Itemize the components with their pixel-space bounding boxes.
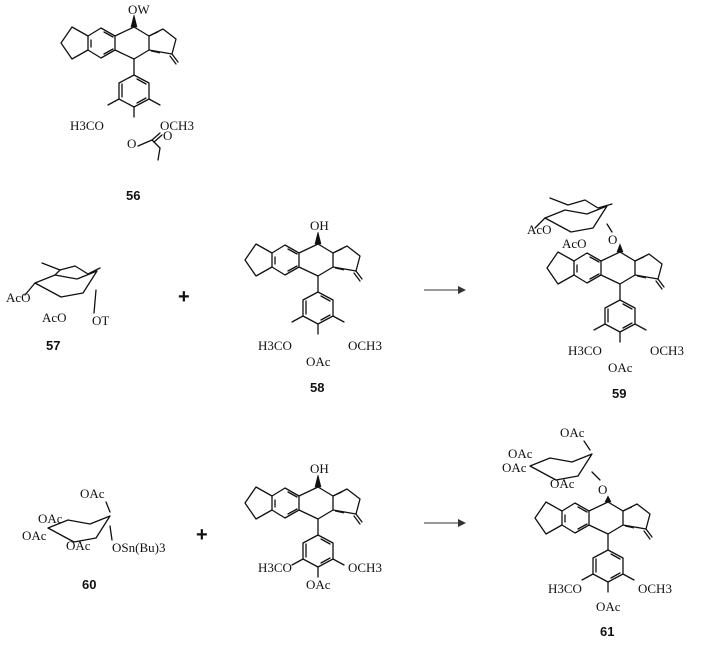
acetoxy-2: AcO [42, 310, 67, 325]
ester-oxygen: O [127, 136, 136, 151]
acetoxy-2: AcO [562, 236, 587, 251]
reaction-arrow-2 [424, 519, 466, 527]
acetoxy-3: OAc [66, 538, 91, 553]
tributyltin-oxy: OSn(Bu)3 [112, 540, 165, 555]
acetoxy-top: OAc [560, 425, 585, 440]
compound-label-59: 59 [612, 386, 626, 401]
acetoxy-1: OAc [38, 511, 63, 526]
svg-text:O: O [608, 232, 617, 247]
acetoxy: OAc [608, 360, 633, 375]
compound-label-61: 61 [600, 624, 614, 639]
acetoxy-1: AcO [527, 222, 552, 237]
reaction-arrow-1 [424, 286, 466, 294]
compound-56: OW H3CO OCH3 O O 56 [60, 2, 194, 203]
acetoxy: OAc [306, 577, 331, 592]
methoxy-right: OCH3 [638, 581, 672, 596]
svg-text:O: O [163, 128, 172, 143]
methoxy-right: OCH3 [348, 338, 382, 353]
svg-text:O: O [598, 482, 607, 497]
compound-label-57: 57 [46, 338, 60, 353]
compound-59: AcO AcO O H3CO OCH3 OAc 59 [527, 197, 684, 401]
methoxy-left: H3CO [568, 343, 602, 358]
acetoxy: OAc [596, 599, 621, 614]
compound-61: OAc OAc OAc OAc O H3CO OCH3 OAc 61 [502, 425, 672, 639]
acetoxy: OAc [306, 354, 331, 369]
compound-label-58: 58 [310, 380, 324, 395]
substituent-w: OW [128, 2, 150, 17]
methoxy-left: H3CO [258, 338, 292, 353]
methoxy-right: OCH3 [650, 343, 684, 358]
plus-sign-2: + [196, 524, 208, 546]
plus-sign-1: + [178, 286, 190, 308]
acetoxy-2: OAc [502, 460, 527, 475]
methoxy-right: OCH3 [348, 560, 382, 575]
acetoxy-3: OAc [550, 476, 575, 491]
hydroxyl: OH [310, 218, 329, 233]
compound-57: AcO AcO OT 57 [6, 262, 109, 353]
compound-58-repeat: OH H3CO OCH3 OAc [244, 461, 382, 592]
hydroxyl: OH [310, 461, 329, 476]
acetoxy-2: OAc [22, 528, 47, 543]
methoxy-left: H3CO [258, 560, 292, 575]
compound-label-56: 56 [126, 188, 140, 203]
ot-group: OT [92, 313, 109, 328]
methoxy-left: H3CO [548, 581, 582, 596]
compound-58: OH H3CO OCH3 OAc 58 [244, 218, 382, 395]
acetoxy-top: OAc [80, 486, 105, 501]
compound-label-60: 60 [82, 577, 96, 592]
compound-60: OAc OAc OAc OAc OSn(Bu)3 60 [22, 486, 165, 592]
methoxy-right: OCH3 [160, 118, 194, 133]
acetoxy-1: OAc [508, 446, 533, 461]
acetoxy-1: AcO [6, 290, 31, 305]
methoxy-left: H3CO [70, 118, 104, 133]
